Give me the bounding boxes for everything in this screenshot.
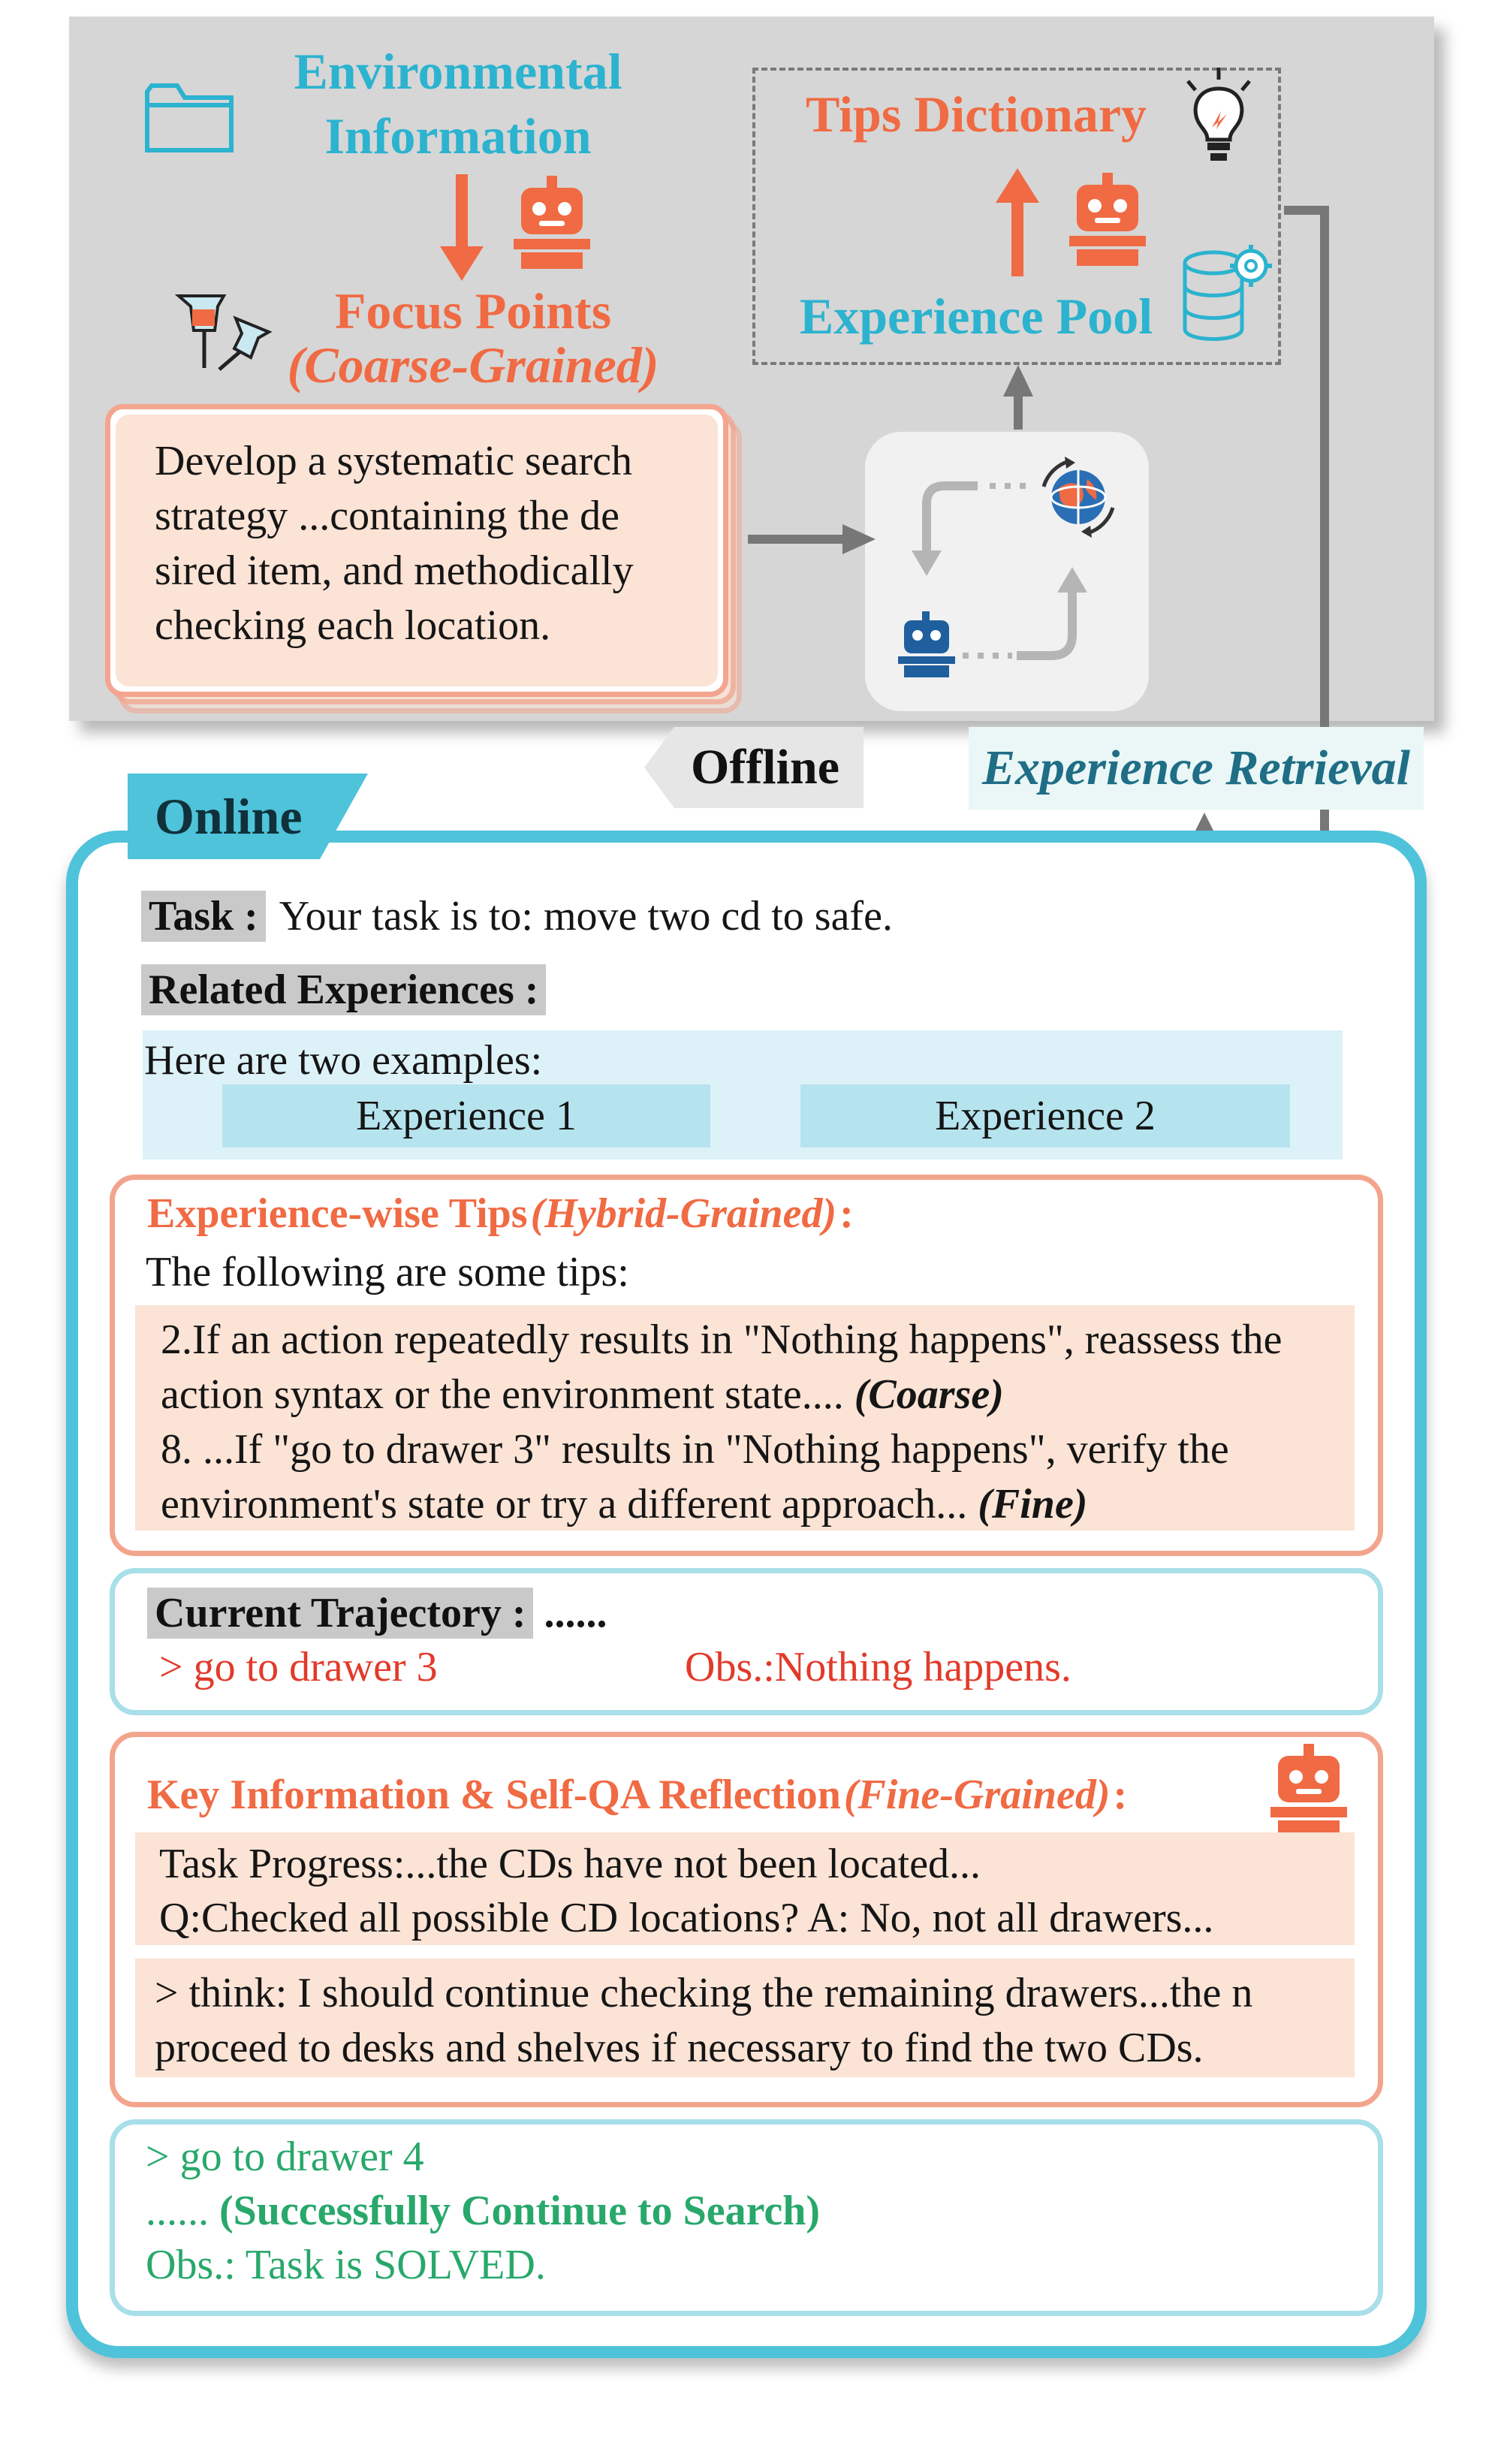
offline-tag-label: Offline [691,740,839,795]
experience-pool-label: Experience Pool [799,288,1153,345]
online-tag: Online [128,774,368,859]
current-trajectory-row: Current Trajectory : ...... [147,1588,607,1639]
tips-list-box [135,1305,1355,1531]
experience-1-box: Experience 1 [222,1084,710,1148]
final-ellipsis: ...... [146,2188,209,2234]
experience-tips-colon: : [839,1190,854,1237]
tip-8: 8. ...If "go to drawer 3" results in "No… [161,1422,1340,1532]
fine-grained-label: (Fine-Grained) [843,1772,1111,1818]
robot-icon [1270,1744,1347,1837]
related-experiences-row: Related Experiences : [141,964,547,1015]
tip-2-tag: (Coarse) [854,1371,1004,1418]
think-text: > think: I should continue checking the … [155,1970,1253,2071]
tips-intro: The following are some tips: [146,1249,629,1295]
task-label: Task : [141,891,266,942]
self-qa-colon: : [1113,1772,1128,1818]
online-tag-label: Online [155,787,303,845]
final-status-row: ...... (Successfully Continue to Search) [146,2184,820,2238]
examples-intro: Here are two examples: [144,1037,543,1084]
key-information-box [135,1832,1355,1945]
folder-icon [145,83,234,152]
arrow-icon [440,174,484,281]
robot-icon [514,176,590,269]
trajectory-action: > go to drawer 3 [159,1644,438,1690]
database-gear-icon [1183,245,1272,341]
tip-8-tag: (Fine) [978,1481,1088,1528]
tips-dictionary-label: Tips Dictionary [805,86,1147,143]
trajectory-ellipsis: ...... [544,1590,607,1636]
current-trajectory-label: Current Trajectory : [147,1588,534,1639]
result-section [110,2119,1383,2316]
final-action: > go to drawer 4 [146,2134,424,2180]
robot-icon [1069,173,1146,266]
experience-retrieval-label: Experience Retrieval [969,727,1424,810]
cycle-arrows-icon [912,481,1087,660]
focus-note-fill [116,415,718,686]
experience-tips-title: Experience-wise Tips [147,1190,528,1237]
offline-tag: Offline [644,727,864,808]
related-experiences-label: Related Experiences : [141,964,547,1015]
hybrid-grained-label: (Hybrid-Grained) [530,1190,837,1237]
arrow-icon [996,168,1039,276]
self-qa-line: Q:Checked all possible CD locations? A: … [159,1895,1214,1941]
pushpin-icon [174,294,273,371]
think-box [135,1959,1355,2077]
robot-icon [898,611,955,677]
experience-2-box: Experience 2 [800,1084,1290,1148]
interaction-cycle-box [865,432,1149,711]
task-text: Your task is to: move two cd to safe. [279,893,893,939]
self-qa-heading: Key Information & Self-QA Reflection (Fi… [147,1771,1127,1819]
task-row: Task : Your task is to: move two cd to s… [141,891,893,942]
focus-note-text: Develop a systematic search strategy ...… [155,438,634,649]
tip-8-text: 8. ...If "go to drawer 3" results in "No… [161,1426,1229,1528]
experience-tips-heading: Experience-wise Tips (Hybrid-Grained) : [147,1190,854,1238]
coarse-grained-label: (Coarse-Grained) [287,336,659,394]
globe-icon [1041,457,1115,538]
final-observation: Obs.: Task is SOLVED. [146,2242,546,2288]
self-qa-title: Key Information & Self-QA Reflection [147,1772,841,1818]
tips-dictionary-box [752,68,1281,365]
final-success-text: (Successfully Continue to Search) [219,2188,821,2234]
tip-2: 2.If an action repeatedly results in "No… [161,1313,1340,1422]
environmental-information-label: Environmental Information [294,43,622,164]
focus-points-label: Focus Points [334,282,612,339]
lightbulb-icon [1186,68,1251,161]
trajectory-observation: Obs.:Nothing happens. [685,1644,1071,1690]
tip-2-text: 2.If an action repeatedly results in "No… [161,1316,1282,1418]
task-progress-line: Task Progress:...the CDs have not been l… [159,1841,981,1887]
